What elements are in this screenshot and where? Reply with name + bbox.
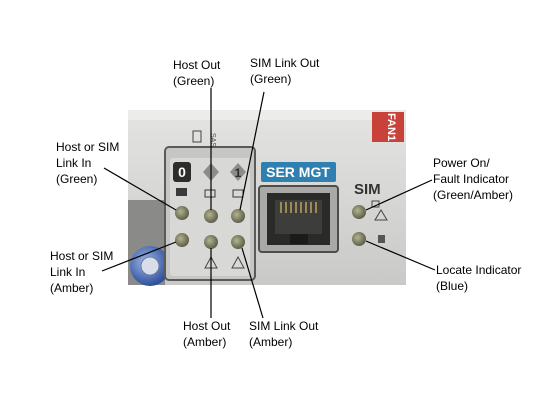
led-locate xyxy=(352,232,366,246)
callout-host-out-green: Host Out (Green) xyxy=(173,57,220,89)
sas-connector-icon xyxy=(192,130,202,143)
diamond-marker-icon-2 xyxy=(230,163,246,181)
leader-lines xyxy=(101,88,436,319)
callout-text: (Green) xyxy=(56,172,98,186)
callout-text: SIM Link Out xyxy=(250,56,320,70)
ser-mgt-label-bg xyxy=(261,162,336,182)
callout-text: Host Out xyxy=(183,319,231,333)
warning-triangle-icon-2 xyxy=(231,255,245,269)
led-host-out-amber xyxy=(204,235,218,249)
fan-badge-text: FAN1 xyxy=(385,113,397,141)
led-sim-link-out-green xyxy=(231,209,245,223)
callout-text: Link In xyxy=(50,265,86,279)
link-in-icon xyxy=(176,188,187,196)
rj45-latch-slot xyxy=(290,234,308,244)
leader-link-in-amber xyxy=(101,241,177,272)
callout-text: (Blue) xyxy=(436,279,469,293)
callout-locate: Locate Indicator (Blue) xyxy=(436,262,521,294)
fan-badge xyxy=(372,112,404,142)
callout-text: (Amber) xyxy=(183,335,227,349)
callout-text: Fault Indicator xyxy=(433,172,510,186)
led-link-in-green xyxy=(175,206,189,220)
leader-sim-link-out-green xyxy=(239,91,265,211)
sas-label: SAS xyxy=(209,133,216,147)
led-host-out-green xyxy=(204,209,218,223)
panel-top-edge xyxy=(128,110,406,120)
callout-link-in-amber: Host or SIM Link In (Amber) xyxy=(50,248,113,296)
callout-text: Link In xyxy=(56,156,92,170)
callout-text: Power On/ xyxy=(433,156,490,170)
rj45-contacts xyxy=(280,202,317,213)
fault-triangle-icon xyxy=(374,209,388,221)
leader-link-in-green xyxy=(103,167,177,211)
callout-text: (Amber) xyxy=(50,281,94,295)
callout-sim-link-out-green: SIM Link Out (Green) xyxy=(250,55,319,87)
callout-text: Host or SIM xyxy=(50,249,114,263)
locate-icon xyxy=(378,235,385,243)
leader-power-fault xyxy=(365,179,433,211)
sim-label: SIM xyxy=(354,181,381,198)
callout-text: (Green/Amber) xyxy=(433,188,514,202)
callout-text: Locate Indicator xyxy=(436,263,522,277)
column-zero-text: 0 xyxy=(178,164,186,180)
column-one-text: 1 xyxy=(235,166,242,180)
callout-power-fault: Power On/ Fault Indicator (Green/Amber) xyxy=(433,155,513,203)
callout-text: Host or SIM xyxy=(56,140,120,154)
host-out-icon xyxy=(204,189,216,198)
leader-sim-link-out-amber xyxy=(241,247,264,319)
callout-host-out-amber: Host Out (Amber) xyxy=(183,318,230,350)
led-link-in-amber xyxy=(175,233,189,247)
callout-sim-link-out-amber: SIM Link Out (Amber) xyxy=(249,318,318,350)
thumbscrew-center xyxy=(140,256,160,276)
led-sim-link-out-amber xyxy=(231,235,245,249)
callout-text: SIM Link Out xyxy=(249,319,319,333)
callout-text: (Green) xyxy=(173,74,215,88)
ser-mgt-label: SER MGT xyxy=(266,164,330,180)
led-power-fault xyxy=(352,205,366,219)
rj45-port-inner xyxy=(275,200,322,234)
callout-link-in-green: Host or SIM Link In (Green) xyxy=(56,139,119,187)
callout-text: (Green) xyxy=(250,72,292,86)
column-zero-badge xyxy=(173,162,191,182)
leader-locate xyxy=(365,240,436,271)
callout-text: (Amber) xyxy=(249,335,293,349)
callout-text: Host Out xyxy=(173,58,221,72)
